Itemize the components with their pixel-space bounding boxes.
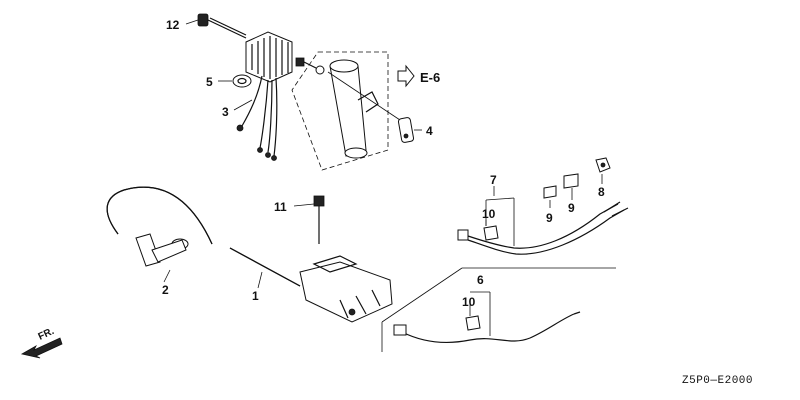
wire-harness-7: [457, 198, 629, 255]
bracket-4: [397, 117, 415, 143]
reference-arrow: [397, 64, 415, 88]
callout-12: 12: [166, 18, 180, 32]
recoil-assembly-box: [291, 51, 401, 171]
reference-label: E-6: [420, 70, 440, 85]
callout-3: 3: [222, 105, 229, 119]
plug-cap-2: [106, 186, 213, 267]
clamp-9a: [543, 185, 557, 199]
front-arrow: [20, 337, 63, 359]
regulator-unit-3: [236, 31, 293, 161]
wire-6: [381, 267, 616, 352]
leader-lines: [163, 19, 603, 336]
callout-8: 8: [598, 185, 605, 199]
front-label: FR.: [37, 326, 56, 343]
bolt-12: [197, 13, 247, 39]
callout-7: 7: [490, 173, 497, 187]
callout-10-upper: 10: [482, 207, 496, 221]
callout-11: 11: [274, 200, 287, 214]
callout-5: 5: [206, 75, 213, 89]
callout-9a: 9: [546, 211, 553, 225]
clamp-10-upper: [483, 225, 499, 241]
callout-1: 1: [252, 289, 259, 303]
bolt-11: [313, 195, 325, 244]
clamp-10-lower: [465, 315, 481, 331]
ignition-coil-1: [229, 247, 393, 323]
callout-6: 6: [477, 273, 484, 287]
clip-8: [595, 157, 611, 173]
clamp-9b: [563, 173, 579, 189]
clip-5: [232, 74, 252, 88]
callout-2: 2: [162, 283, 169, 297]
callout-9b: 9: [568, 201, 575, 215]
callout-4: 4: [426, 124, 433, 138]
callout-10-lower: 10: [462, 295, 476, 309]
diagram-code: Z5P0—E2000: [682, 375, 753, 387]
